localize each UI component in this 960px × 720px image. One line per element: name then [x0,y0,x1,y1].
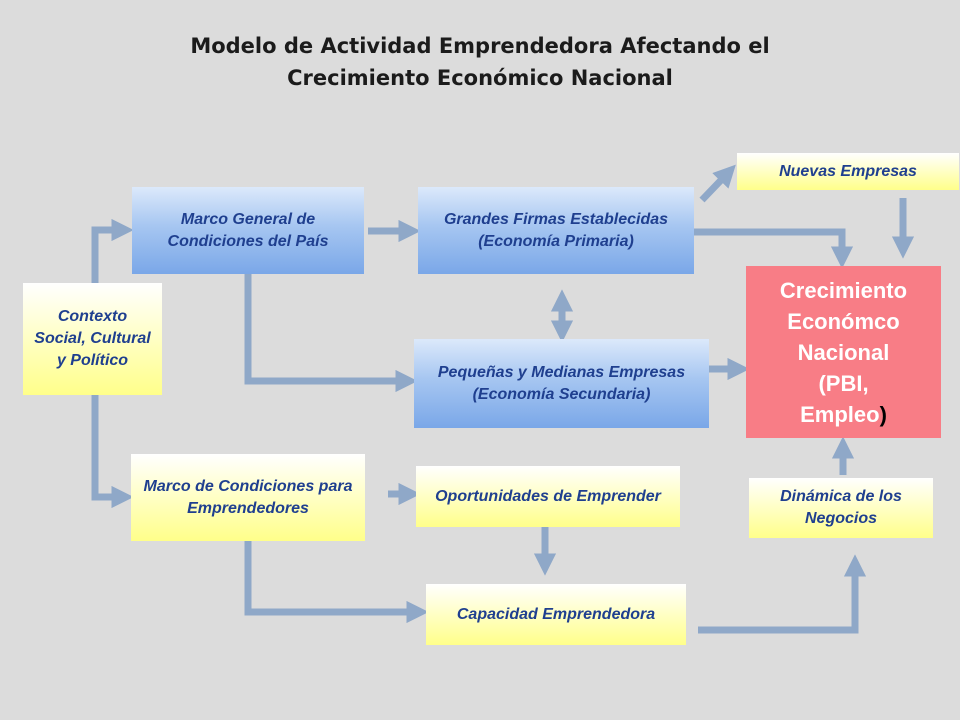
arrow-grandes-to-crecimiento [683,228,854,269]
box-marco-emprendedores-label: Marco de Condiciones para Emprendedores [143,477,353,517]
box-marco-general: Marco General de Condiciones del País [132,187,364,274]
crecimiento-line-2: Económco [787,308,900,334]
box-oportunidades-label: Oportunidades de Emprender [435,487,661,505]
crecimiento-line-4: (PBI, [818,370,869,396]
arrow-capacidad-to-dinamica [698,554,867,634]
box-dinamica-label: Dinámica de los Negocios [780,488,902,527]
box-capacidad-label: Capacidad Emprendedora [456,605,656,623]
box-marco-general-label: Marco General de Condiciones del País [167,210,329,250]
title-line-1: Modelo de Actividad Emprendedora Afectan… [190,34,770,58]
box-grandes-firmas-label: Grandes Firmas Establecidas (Economía Pr… [443,210,669,250]
crecimiento-line-3: Nacional [797,339,890,365]
arrow-contexto-to-marco-general [91,218,134,285]
box-pymes-label: Pequeñas y Medianas Empresas (Economía S… [437,363,686,403]
arrow-marco-general-to-pymes [244,274,418,393]
box-nuevas-empresas: Nuevas Empresas [737,153,959,190]
title-line-2: Crecimiento Económico Nacional [287,66,673,90]
arrow-grandes-to-nuevas [699,164,736,203]
box-nuevas-empresas-label: Nuevas Empresas [779,162,917,180]
box-contexto: Contexto Social, Cultural y Político [23,283,162,395]
crecimiento-line-1: Crecimiento [779,277,908,303]
box-capacidad: Capacidad Emprendedora [426,584,686,645]
box-dinamica: Dinámica de los Negocios [749,478,933,538]
box-grandes-firmas: Grandes Firmas Establecidas (Economía Pr… [418,187,694,274]
box-pymes: Pequeñas y Medianas Empresas (Economía S… [414,339,709,428]
box-contexto-label: Contexto Social, Cultural y Político [34,308,151,369]
diagram-title: Modelo de Actividad Emprendedora Afectan… [0,30,960,94]
crecimiento-line-5-text: Empleo [800,401,880,427]
box-crecimiento: Crecimiento Económco Nacional (PBI, Empl… [746,266,941,438]
arrow-marco-emprendedores-to-capacidad [244,541,429,624]
box-marco-emprendedores: Marco de Condiciones para Emprendedores [131,454,365,541]
arrow-contexto-to-marco-emprendedores [91,395,134,509]
crecimiento-line-5-paren: ) [879,401,887,427]
box-oportunidades: Oportunidades de Emprender [416,466,680,527]
crecimiento-line-5: Empleo) [800,399,887,430]
